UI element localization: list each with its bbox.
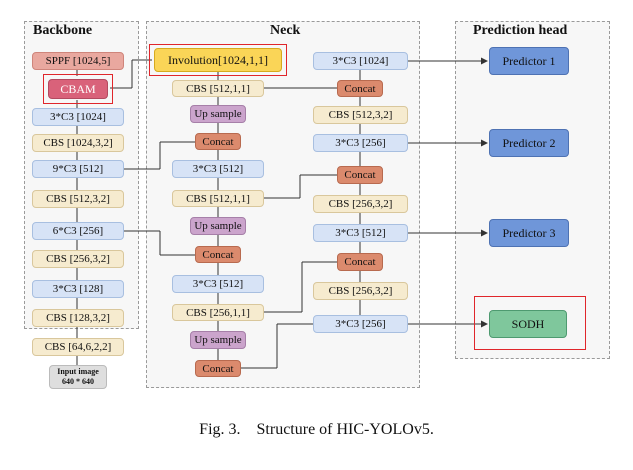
predictor-2: Predictor 2 bbox=[489, 129, 569, 157]
concat-2: Concat bbox=[195, 246, 241, 263]
concat-b: Concat bbox=[337, 166, 383, 184]
backbone-c3-1024: 3*C3 [1024] bbox=[32, 108, 124, 126]
upsample-1: Up sample bbox=[190, 105, 246, 123]
backbone-c3-256: 6*C3 [256] bbox=[32, 222, 124, 240]
concat-c: Concat bbox=[337, 253, 383, 271]
neck-c3-512-3: 3*C3 [512] bbox=[313, 224, 408, 242]
upsample-2: Up sample bbox=[190, 217, 246, 235]
neck-cbs-512-2: CBS [512,1,1] bbox=[172, 190, 264, 207]
neck-c3-256-1: 3*C3 [256] bbox=[313, 134, 408, 152]
predictor-3: Predictor 3 bbox=[489, 219, 569, 247]
input-image-size: 640 * 640 bbox=[62, 377, 94, 386]
cbam-highlight bbox=[43, 74, 113, 104]
prediction-head-title: Prediction head bbox=[473, 23, 568, 38]
upsample-3: Up sample bbox=[190, 331, 246, 349]
neck-cbs-256-1: CBS [256,1,1] bbox=[172, 304, 264, 321]
neck-cbs-512-3-2: CBS [512,3,2] bbox=[313, 106, 408, 124]
backbone-cbs-1024: CBS [1024,3,2] bbox=[32, 134, 124, 152]
backbone-c3-512: 9*C3 [512] bbox=[32, 160, 124, 178]
neck-c3-512-2: 3*C3 [512] bbox=[172, 275, 264, 293]
sppf-block: SPPF [1024,5] bbox=[32, 52, 124, 70]
involution-highlight bbox=[149, 44, 287, 76]
cbam-block: CBAM bbox=[48, 79, 108, 99]
input-image-block: Input image 640 * 640 bbox=[49, 365, 107, 389]
neck-c3-512-1: 3*C3 [512] bbox=[172, 160, 264, 178]
predictor-1: Predictor 1 bbox=[489, 47, 569, 75]
backbone-cbs-512: CBS [512,3,2] bbox=[32, 190, 124, 208]
sodh-highlight bbox=[474, 296, 586, 350]
prediction-head-panel bbox=[455, 21, 610, 359]
sodh-block: SODH bbox=[489, 310, 567, 338]
neck-c3-1024: 3*C3 [1024] bbox=[313, 52, 408, 70]
neck-cbs-256-3-2-2: CBS [256,3,2] bbox=[313, 282, 408, 300]
involution-block: Involution[1024,1,1] bbox=[154, 48, 282, 72]
neck-cbs-256-3-2-1: CBS [256,3,2] bbox=[313, 195, 408, 213]
neck-c3-256-2: 3*C3 [256] bbox=[313, 315, 408, 333]
input-image-label: Input image bbox=[57, 367, 99, 376]
neck-cbs-512-1: CBS [512,1,1] bbox=[172, 80, 264, 97]
backbone-cbs-256: CBS [256,3,2] bbox=[32, 250, 124, 268]
backbone-cbs-64: CBS [64,6,2,2] bbox=[32, 338, 124, 356]
backbone-cbs-128: CBS [128,3,2] bbox=[32, 309, 124, 327]
concat-3: Concat bbox=[195, 360, 241, 377]
backbone-title: Backbone bbox=[33, 23, 93, 38]
concat-a: Concat bbox=[337, 80, 383, 97]
concat-1: Concat bbox=[195, 133, 241, 150]
neck-title: Neck bbox=[270, 23, 301, 38]
figure-caption: Fig. 3. Structure of HIC-YOLOv5. bbox=[199, 421, 434, 438]
backbone-c3-128: 3*C3 [128] bbox=[32, 280, 124, 298]
